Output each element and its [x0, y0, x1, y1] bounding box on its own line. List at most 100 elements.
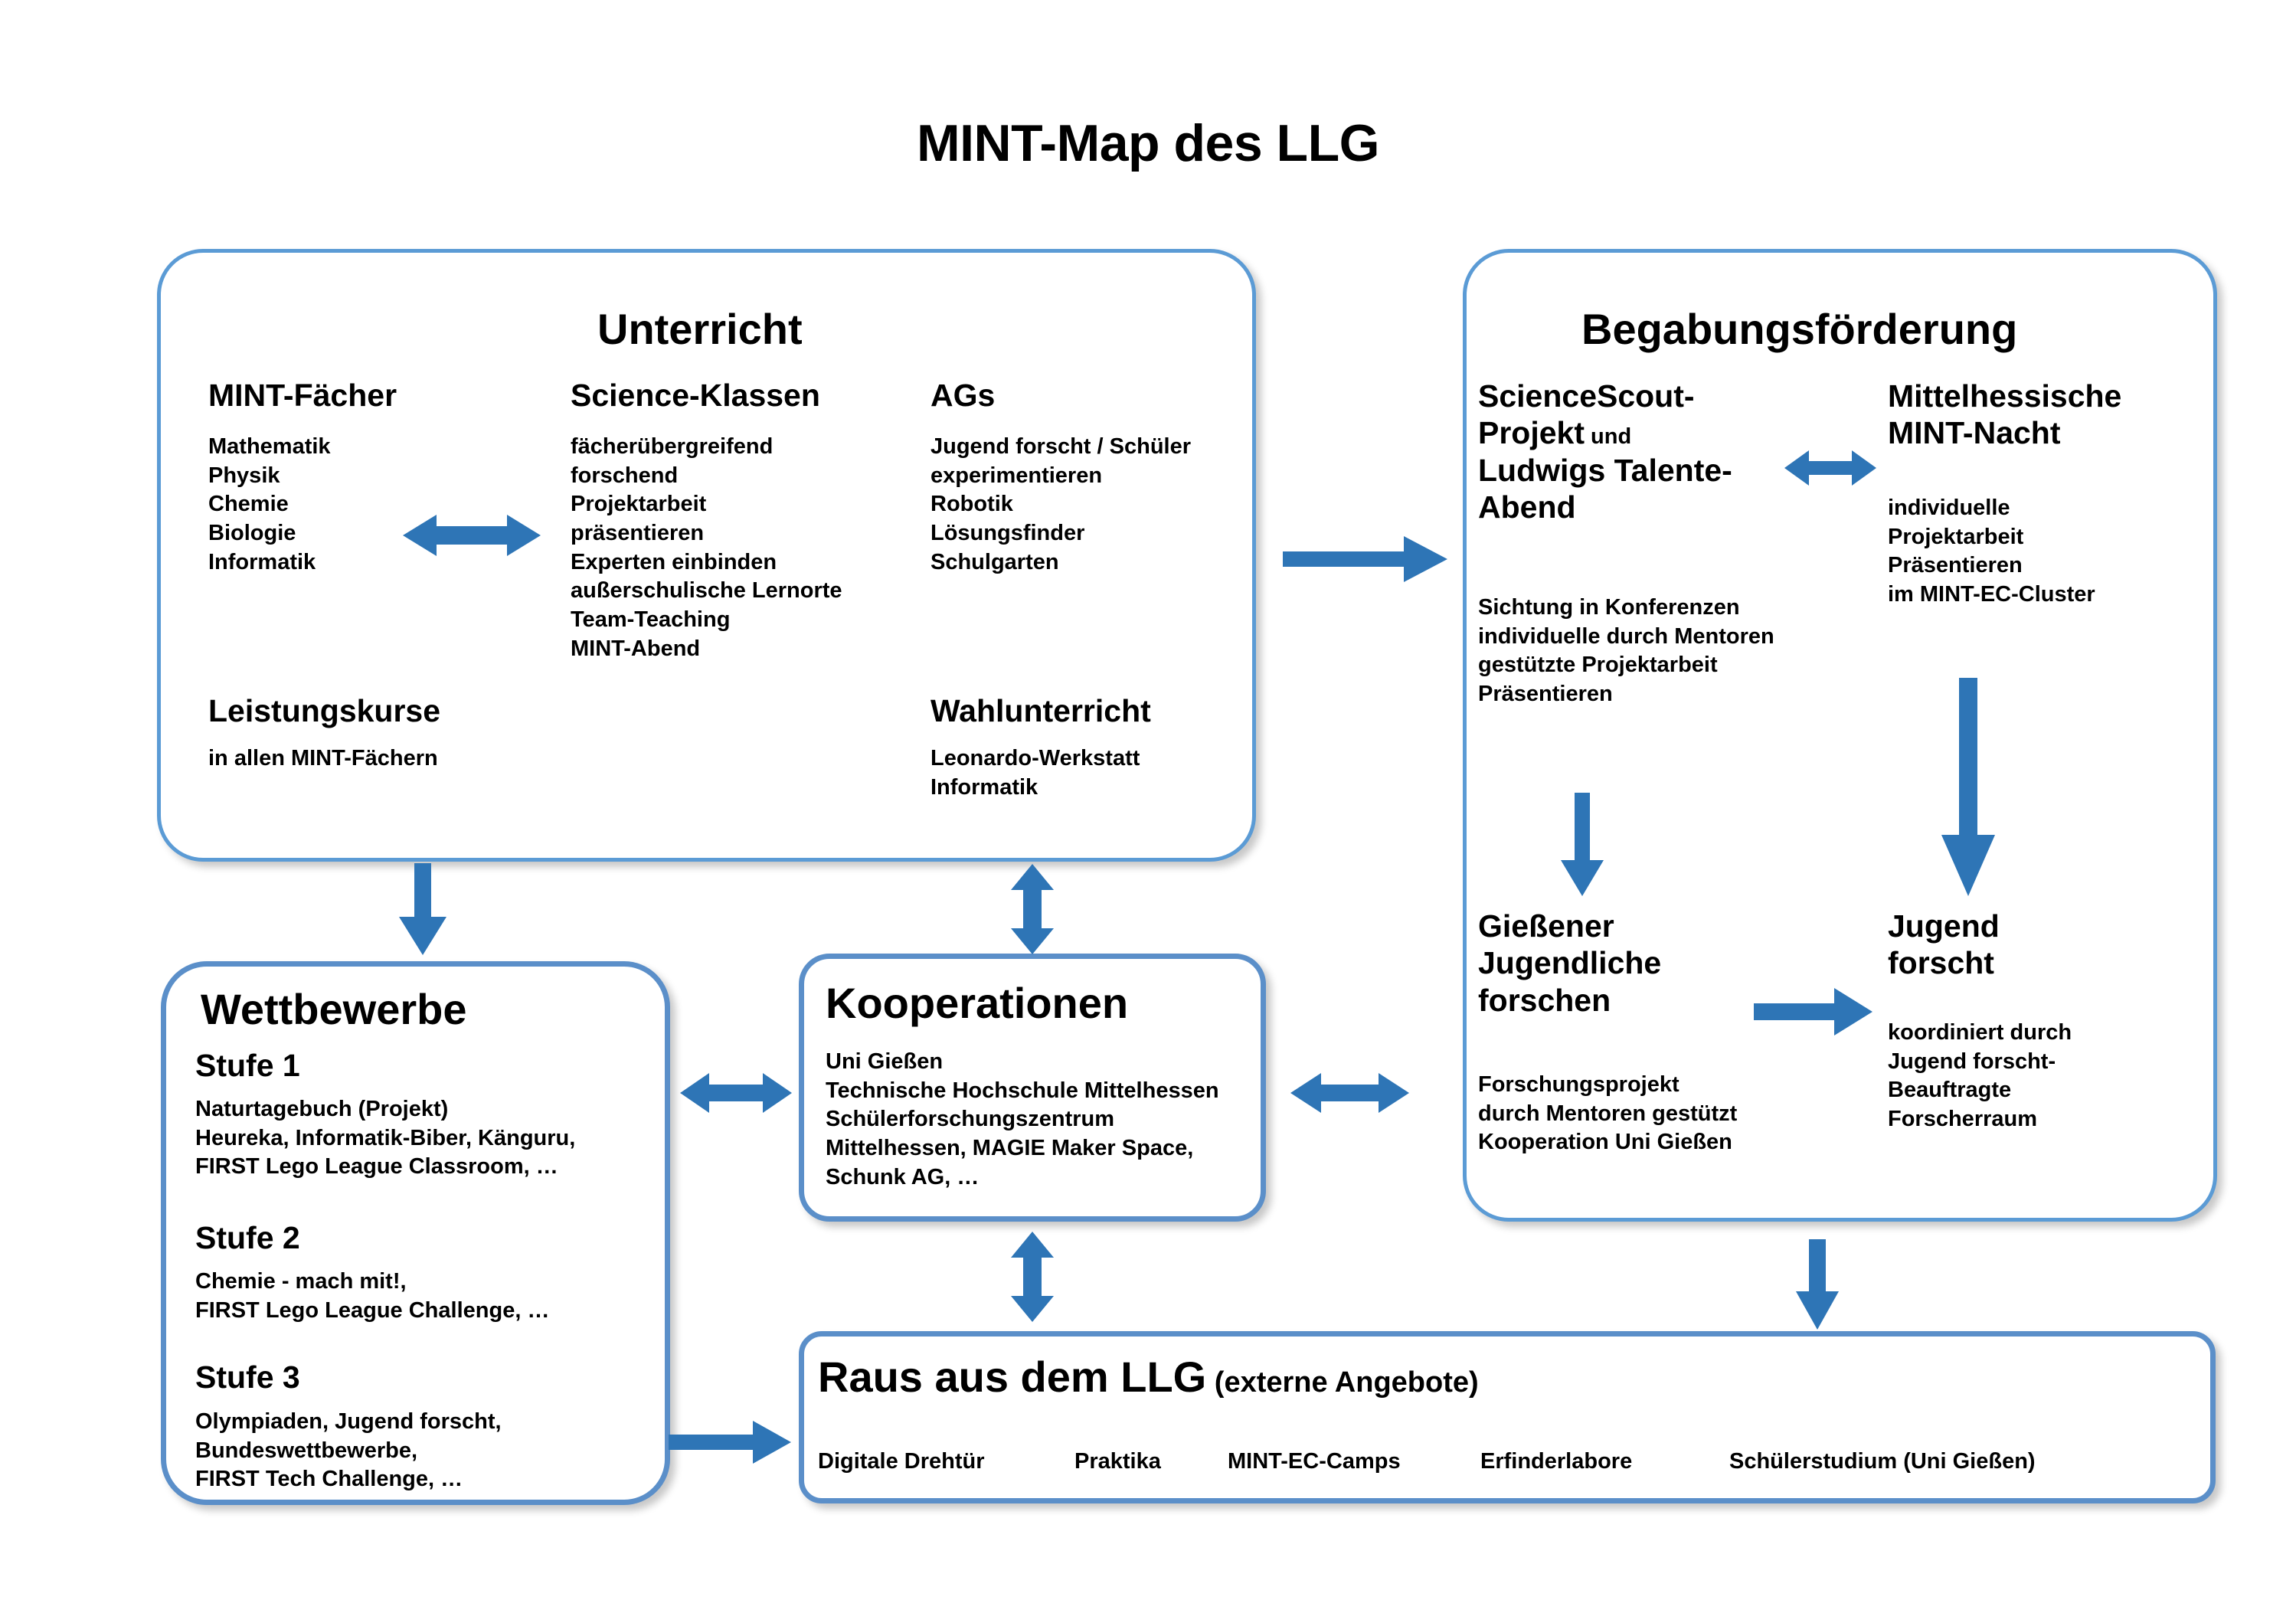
jugendforscht-heading: Jugend forscht	[1888, 908, 2217, 982]
list-item: Schulgarten	[931, 549, 1059, 574]
sciencescout-list: Sichtung in Konferenzen individuelle dur…	[1478, 594, 1774, 709]
list-item: Schunk AG, …	[826, 1164, 980, 1189]
wahlunterricht-list: Leonardo-Werkstatt Informatik	[931, 744, 1140, 802]
leistungskurse-heading: Leistungskurse	[208, 693, 441, 728]
list-item: Physik	[208, 463, 280, 488]
list-item: Lösungsfinder	[931, 521, 1085, 546]
list-item: forschend	[571, 463, 679, 488]
list-item: Präsentieren	[1888, 553, 2023, 578]
giessener-heading-line3: forschen	[1478, 982, 1611, 1018]
list-item: Mittelhessen, MAGIE Maker Space,	[826, 1136, 1194, 1161]
sciencescout-und-label: und	[1585, 424, 1632, 450]
list-item: Chemie	[208, 492, 289, 517]
list-item: präsentieren	[571, 521, 705, 546]
list-item: Jugend forscht / Schüler	[931, 434, 1191, 459]
list-item: im MINT-EC-Cluster	[1888, 582, 2095, 607]
wettbewerbe-heading: Wettbewerbe	[201, 985, 467, 1033]
kooperationen-heading: Kooperationen	[826, 979, 1129, 1027]
list-item: gestützte Projektarbeit	[1478, 653, 1718, 678]
mintnacht-heading-line2: MINT-Nacht	[1888, 415, 2061, 451]
list-item: Heureka, Informatik-Biber, Känguru,	[195, 1125, 576, 1150]
list-item: Robotik	[931, 492, 1013, 517]
list-item: Chemie - mach mit!,	[195, 1269, 407, 1294]
raus-heading-bold: Raus aus dem LLG	[818, 1353, 1207, 1401]
list-item: Experten einbinden	[571, 549, 777, 574]
mintnacht-heading: Mittelhessische MINT-Nacht	[1888, 378, 2217, 452]
list-item: in allen MINT-Fächern	[208, 746, 438, 771]
jugendforscht-heading-line2: forscht	[1888, 945, 1994, 981]
arrow-unterricht-to-begabungsfoerderung	[1283, 536, 1447, 582]
list-item: Beauftragte	[1888, 1078, 2012, 1103]
list-item: Leonardo-Werkstatt	[931, 746, 1140, 771]
list-item: Mathematik	[208, 434, 331, 459]
list-item: MINT-EC-Camps	[1228, 1449, 1401, 1474]
wettbewerbe-stufe1-list: Naturtagebuch (Projekt) Heureka, Informa…	[195, 1095, 575, 1182]
list-item: Forschungsprojekt	[1478, 1072, 1679, 1097]
list-item: Projektarbeit	[571, 492, 707, 517]
kooperationen-list: Uni Gießen Technische Hochschule Mittelh…	[826, 1048, 1219, 1192]
list-item: fächerübergreifend	[571, 434, 774, 459]
list-item: Schülerforschungszentrum	[826, 1107, 1115, 1132]
list-item: Bundeswettbewerbe,	[195, 1438, 418, 1463]
sciencescout-projekt-label: Projekt	[1478, 415, 1585, 451]
list-item: Naturtagebuch (Projekt)	[195, 1097, 449, 1121]
wettbewerbe-stufe3-heading: Stufe 3	[195, 1359, 300, 1395]
raus-aus-dem-llg-list: Digitale Drehtür Praktika MINT-EC-Camps Erf…	[818, 1448, 2036, 1477]
list-item: Kooperation Uni Gießen	[1478, 1130, 1732, 1155]
list-item: FIRST Tech Challenge, …	[195, 1467, 463, 1492]
arrow-sciencescout-to-mintnacht	[1784, 448, 1876, 488]
mintnacht-list: individuelle Projektarbeit Präsentieren …	[1888, 494, 2095, 610]
page-title: MINT-Map des LLG	[917, 114, 1380, 172]
begabungsfoerderung-box	[1463, 249, 2217, 1222]
arrow-giessener-to-jugendforscht	[1754, 988, 1872, 1036]
raus-aus-dem-llg-heading: Raus aus dem LLG (externe Angebote)	[818, 1353, 1479, 1401]
jugendforscht-heading-line1: Jugend	[1888, 908, 2000, 944]
list-item: Forscherraum	[1888, 1107, 2038, 1132]
arrow-kooperationen-to-unterricht	[1011, 864, 1054, 954]
mintnacht-heading-line1: Mittelhessische	[1888, 378, 2122, 414]
sciencescout-heading-line1: ScienceScout-	[1478, 378, 1695, 414]
giessener-heading-line1: Gießener	[1478, 908, 1614, 944]
raus-aus-dem-llg-box	[799, 1331, 2216, 1503]
list-item: FIRST Lego League Challenge, …	[195, 1297, 550, 1323]
arrow-unterricht-to-wettbewerbe	[399, 863, 446, 955]
list-item: Biologie	[208, 521, 296, 546]
science-klassen-heading: Science-Klassen	[571, 378, 820, 413]
unterricht-heading: Unterricht	[597, 305, 803, 353]
list-item: Praktika	[1074, 1449, 1161, 1474]
list-item: Sichtung in Konferenzen	[1478, 595, 1740, 620]
arrow-sciencescout-to-giessener	[1561, 793, 1604, 896]
wahlunterricht-heading: Wahlunterricht	[931, 693, 1151, 728]
list-item: durch Mentoren gestützt	[1478, 1101, 1738, 1126]
arrow-begabungsfoerderung-to-raus	[1796, 1239, 1839, 1330]
wettbewerbe-box	[161, 961, 670, 1505]
list-item: Informatik	[931, 774, 1038, 800]
arrow-mint-faecher-to-science-klassen	[403, 512, 541, 559]
jugendforscht-list: koordiniert durch Jugend forscht- Beauft…	[1888, 1019, 2072, 1134]
arrow-kooperationen-to-begabungsfoerderung	[1290, 1071, 1409, 1115]
list-item: koordiniert durch	[1888, 1020, 2072, 1045]
sciencescout-heading-line3: Ludwigs Talente-	[1478, 452, 1732, 488]
ags-heading: AGs	[931, 378, 996, 413]
arrow-kooperationen-to-raus	[1011, 1232, 1054, 1322]
list-item: MINT-Abend	[571, 636, 701, 661]
arrow-wettbewerbe-to-kooperationen	[680, 1071, 792, 1115]
list-item: Digitale Drehtür	[818, 1449, 985, 1474]
sciencescout-heading-line2: Projekt und	[1478, 414, 1838, 451]
begabungsfoerderung-heading: Begabungsförderung	[1581, 305, 2018, 353]
wettbewerbe-stufe2-list: Chemie - mach mit!, FIRST Lego League Ch…	[195, 1268, 549, 1325]
list-item: individuelle	[1888, 496, 2010, 520]
mint-faecher-list: Mathematik Physik Chemie Biologie Inform…	[208, 433, 331, 577]
list-item: experimentieren	[931, 463, 1103, 488]
list-item: Erfinderlabore	[1480, 1449, 1633, 1474]
list-item: individuelle durch Mentoren	[1478, 623, 1774, 649]
list-item: außerschulische Lernorte	[571, 578, 842, 604]
list-item: Technische Hochschule Mittelhessen	[826, 1078, 1219, 1103]
kooperationen-box	[799, 954, 1266, 1222]
sciencescout-heading: ScienceScout- Projekt und Ludwigs Talent…	[1478, 378, 1838, 526]
giessener-heading: Gießener Jugendliche forschen	[1478, 908, 1807, 1019]
arrow-wettbewerbe-to-raus	[669, 1421, 791, 1464]
giessener-heading-line2: Jugendliche	[1478, 945, 1662, 981]
wettbewerbe-stufe2-heading: Stufe 2	[195, 1220, 300, 1255]
giessener-list: Forschungsprojekt durch Mentoren gestütz…	[1478, 1071, 1737, 1157]
